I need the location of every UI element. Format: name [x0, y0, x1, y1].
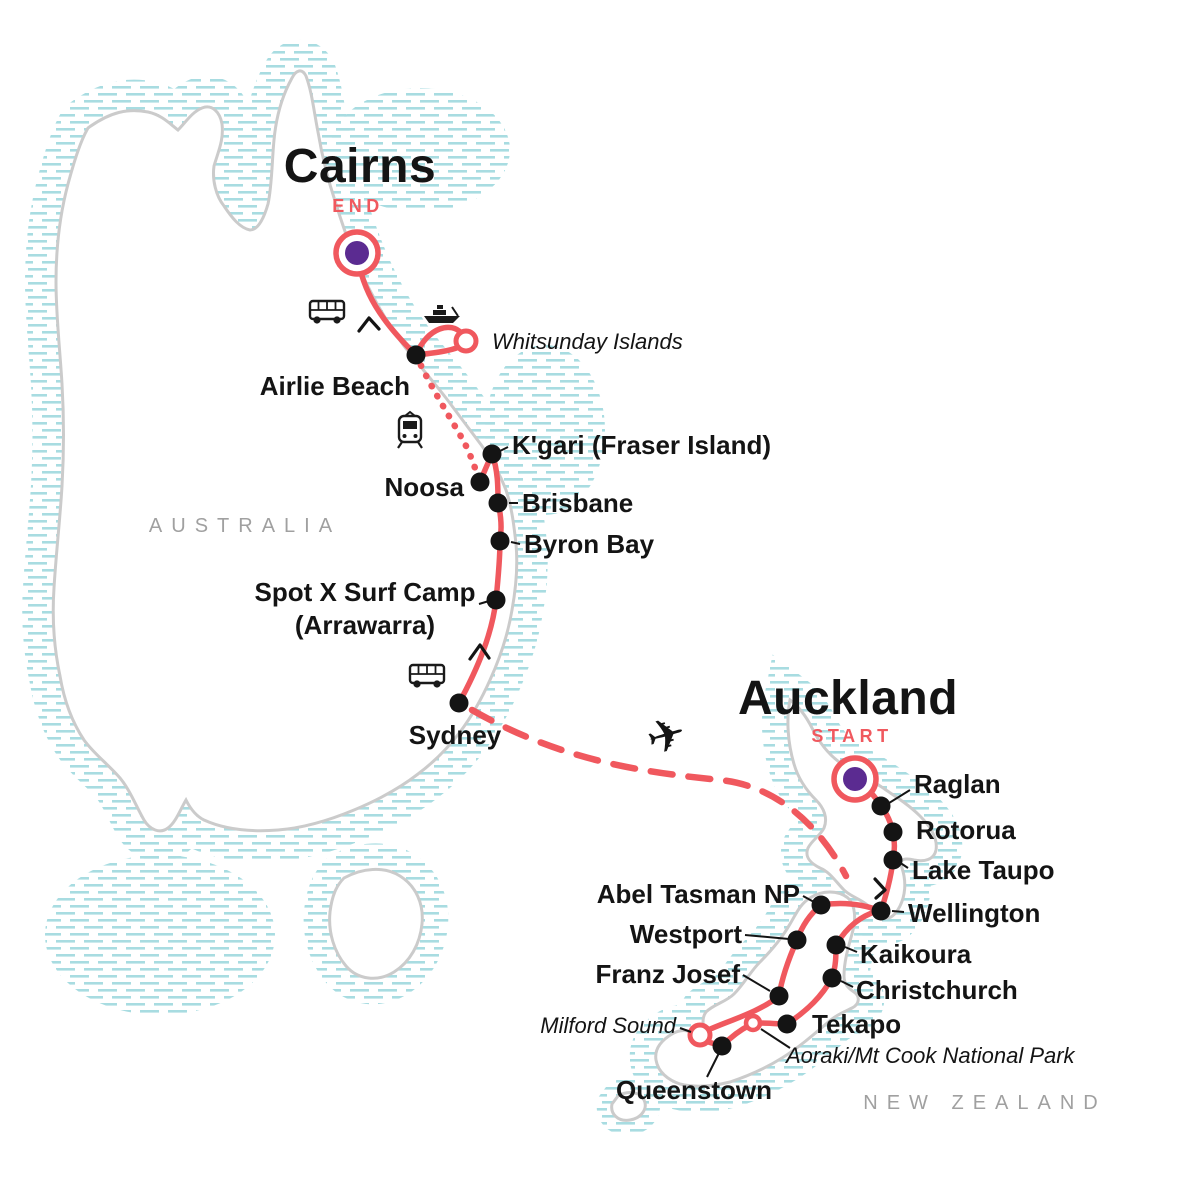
arrow-south-wellington [873, 877, 887, 900]
label-christchurch: Christchurch [856, 975, 1018, 1005]
label-raglan: Raglan [914, 769, 1001, 799]
stop-dot-westport [787, 930, 807, 950]
label-queenstown: Queenstown [615, 1075, 773, 1105]
ring-aoraki-mt-cook [743, 1013, 763, 1033]
label-leader-lines [478, 446, 911, 1078]
stop-dot-brisbane [488, 493, 508, 513]
stop-dot-kgari [482, 444, 502, 464]
arrow-north-cairns [357, 316, 381, 333]
end-marker-cairns [333, 229, 381, 277]
label-byron-bay: Byron Bay [524, 529, 655, 559]
stop-dot-raglan [871, 796, 891, 816]
label-kgari: K'gari (Fraser Island) [512, 430, 772, 460]
label-airlie-beach: Airlie Beach [259, 371, 410, 401]
ring-milford-sound [687, 1022, 713, 1048]
label-milford-sound: Milford Sound [540, 1013, 676, 1038]
stop-dot-franz-josef [769, 986, 789, 1006]
stop-dot-spotx [486, 590, 506, 610]
label-rotorua: Rotorua [916, 815, 1016, 845]
label-kaikoura: Kaikoura [860, 939, 972, 969]
route-rail-airlie-noosa [412, 351, 484, 486]
stop-dots-new-zealand [712, 796, 903, 1056]
label-spotx-line1: Spot X Surf Camp [254, 577, 476, 607]
label-sydney: Sydney [408, 720, 502, 750]
label-abel-tasman: Abel Tasman NP [596, 879, 800, 909]
label-auckland-title: Auckland [737, 672, 959, 725]
direction-arrows [357, 316, 887, 900]
label-region-new-zealand: NEW ZEALAND [863, 1092, 1107, 1114]
stop-dot-lake-taupo [883, 850, 903, 870]
label-tekapo: Tekapo [812, 1009, 902, 1039]
ferry-icon [423, 304, 461, 324]
label-noosa: Noosa [384, 472, 464, 502]
label-region-australia: AUSTRALIA [148, 515, 342, 537]
label-end-tag: END [332, 196, 384, 216]
label-lake-taupo: Lake Taupo [912, 855, 1055, 885]
label-aoraki: Aoraki/Mt Cook National Park [786, 1043, 1075, 1068]
label-franz-josef: Franz Josef [595, 959, 741, 989]
stop-dot-kaikoura [826, 935, 846, 955]
stop-dot-byron-bay [490, 531, 510, 551]
label-cairns-title: Cairns [283, 140, 437, 193]
plane-icon: ✈ [640, 705, 691, 766]
stop-dot-abel-tasman [811, 895, 831, 915]
arrow-north-sydney [468, 643, 491, 661]
stop-dot-airlie-beach [406, 345, 426, 365]
label-brisbane: Brisbane [522, 488, 634, 518]
train-icon [396, 410, 424, 450]
stop-dot-tekapo [777, 1014, 797, 1034]
label-spotx-line2: (Arrawarra) [294, 610, 436, 640]
stop-dot-rotorua [883, 822, 903, 842]
ring-whitsunday-islands [453, 328, 479, 354]
flight-path-sydney-auckland [468, 706, 850, 880]
stop-dot-christchurch [822, 968, 842, 988]
stop-dot-noosa [470, 472, 490, 492]
label-westport: Westport [629, 919, 742, 949]
stop-dot-wellington [871, 901, 891, 921]
label-start-tag: START [811, 726, 893, 746]
stop-dot-sydney [449, 693, 469, 713]
label-wellington: Wellington [908, 898, 1041, 928]
start-marker-auckland [831, 755, 879, 803]
stop-dots-australia [406, 345, 510, 713]
label-whitsunday-islands: Whitsunday Islands [492, 329, 683, 354]
stop-dot-queenstown [712, 1036, 732, 1056]
